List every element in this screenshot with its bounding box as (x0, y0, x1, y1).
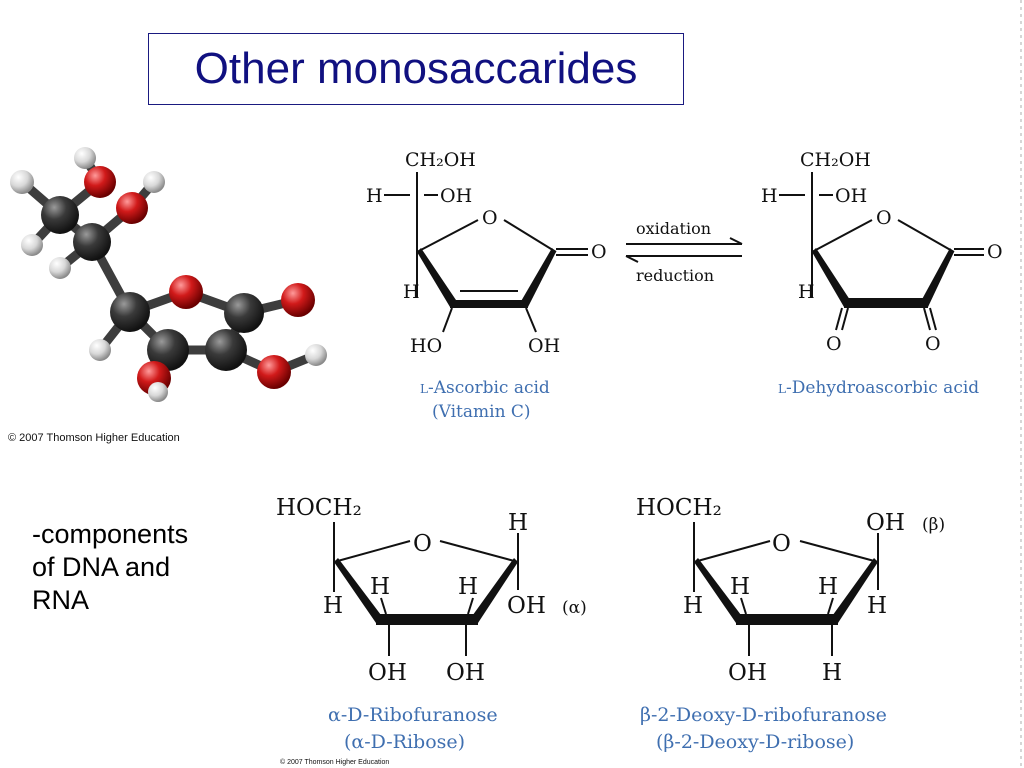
deoxy-h-bottom-right: H (822, 660, 842, 686)
ribose-h-inner-right: H (458, 574, 478, 600)
side-note-line-2: of DNA and (32, 552, 171, 582)
deoxy-h-right: H (867, 593, 887, 619)
deoxy-oh-bottom-left: OH (728, 660, 767, 686)
dehydro-o-bottom-right: O (925, 333, 941, 355)
deoxy-h-left: H (683, 593, 703, 619)
ascorbic-caption-prefix: L (420, 382, 428, 396)
oxygen-atom (169, 275, 203, 309)
ribofuranose-structure: HOCH₂ O H H OH (α) H H OH OH (276, 495, 587, 686)
deoxy-caption-1: β-2-Deoxy-D-ribofuranose (640, 704, 887, 726)
ascorbic-acid-structure: CH₂OH H OH O O H HO OH (366, 149, 607, 357)
dehydro-h-lower: H (798, 281, 815, 303)
deoxy-hoch2: HOCH₂ (636, 495, 722, 521)
ribose-caption-1: α-D-Ribofuranose (328, 704, 498, 726)
dehydro-ring-o: O (876, 207, 892, 229)
ribose-h-left: H (323, 593, 343, 619)
deoxy-anomer: (β) (922, 515, 945, 535)
ribose-hoch2: HOCH₂ (276, 495, 362, 521)
deoxy-oh-top-right: OH (866, 510, 905, 536)
hydrogen-atom (49, 257, 71, 279)
oxidation-label: oxidation (636, 219, 711, 238)
ribose-h-top-right: H (508, 510, 528, 536)
model-credit: © 2007 Thomson Higher Education (8, 432, 180, 444)
deoxy-h-inner-right: H (818, 574, 838, 600)
deoxyribofuranose-structure: HOCH₂ O OH (β) H H H H OH H (636, 495, 945, 686)
dehydro-caption-name: -Dehydroascorbic acid (786, 378, 979, 398)
hydrogen-atom (74, 147, 96, 169)
ball-and-stick-model (10, 147, 327, 402)
deoxy-ring-o: O (772, 531, 791, 557)
ribose-credit: © 2007 Thomson Higher Education (280, 758, 389, 766)
carbon-atom (224, 293, 264, 333)
ribose-oh-bottom-right: OH (446, 660, 485, 686)
hydrogen-atom (305, 344, 327, 366)
ascorbic-ring-o: O (482, 207, 498, 229)
ascorbic-h-lower: H (403, 281, 420, 303)
deoxy-caption-2: (β-2-Deoxy-D-ribose) (656, 731, 854, 753)
dehydroascorbic-acid-structure: CH₂OH H OH O O H O O (761, 149, 1003, 355)
ascorbic-h-left: H (366, 185, 383, 207)
ascorbic-oh-side: OH (440, 185, 472, 207)
title-box: Other monosaccarides (148, 33, 684, 105)
dehydro-ch2oh: CH₂OH (800, 149, 871, 171)
ascorbic-caption: L-Ascorbic acid (420, 378, 550, 398)
ribose-anomer: (α) (562, 598, 587, 618)
carbon-atom (147, 329, 189, 371)
ascorbic-caption-name: -Ascorbic acid (428, 378, 550, 398)
dehydro-caption: L-Dehydroascorbic acid (778, 378, 979, 398)
dehydro-oh-side: OH (835, 185, 867, 207)
side-note-line-3: RNA (32, 585, 90, 615)
ribose-caption-2: (α-D-Ribose) (344, 731, 465, 753)
hydrogen-atom (143, 171, 165, 193)
side-note-line-1: -components (32, 519, 189, 549)
oxygen-atom (116, 192, 148, 224)
carbon-atom (110, 292, 150, 332)
dehydro-caption-prefix: L (778, 382, 786, 396)
deoxy-h-inner-left: H (730, 574, 750, 600)
side-note: -components of DNA and RNA (32, 518, 252, 617)
equilibrium-arrows: oxidation reduction (625, 219, 743, 285)
slide-title: Other monosaccarides (194, 44, 638, 93)
ascorbic-oh-bottom: OH (528, 335, 560, 357)
ascorbic-carbonyl-o: O (591, 241, 607, 263)
dehydro-carbonyl-o: O (987, 241, 1003, 263)
ribose-oh-right: OH (507, 593, 546, 619)
hydrogen-atom (89, 339, 111, 361)
reduction-label: reduction (636, 266, 714, 285)
oxygen-atom (84, 166, 116, 198)
hydrogen-atom (10, 170, 34, 194)
ribose-h-inner-left: H (370, 574, 390, 600)
ascorbic-ho-bottom: HO (410, 335, 442, 357)
hydrogen-atom (148, 382, 168, 402)
oxygen-atom (281, 283, 315, 317)
ribose-oh-bottom-left: OH (368, 660, 407, 686)
carbon-atom (73, 223, 111, 261)
hydrogen-atom (21, 234, 43, 256)
dehydro-h-left: H (761, 185, 778, 207)
carbon-atom (41, 196, 79, 234)
ribose-ring-o: O (413, 531, 432, 557)
oxygen-atom (257, 355, 291, 389)
dehydro-o-bottom-left: O (826, 333, 842, 355)
ascorbic-caption-sub: (Vitamin C) (432, 402, 531, 422)
ascorbic-ch2oh: CH₂OH (405, 149, 476, 171)
carbon-atom (205, 329, 247, 371)
